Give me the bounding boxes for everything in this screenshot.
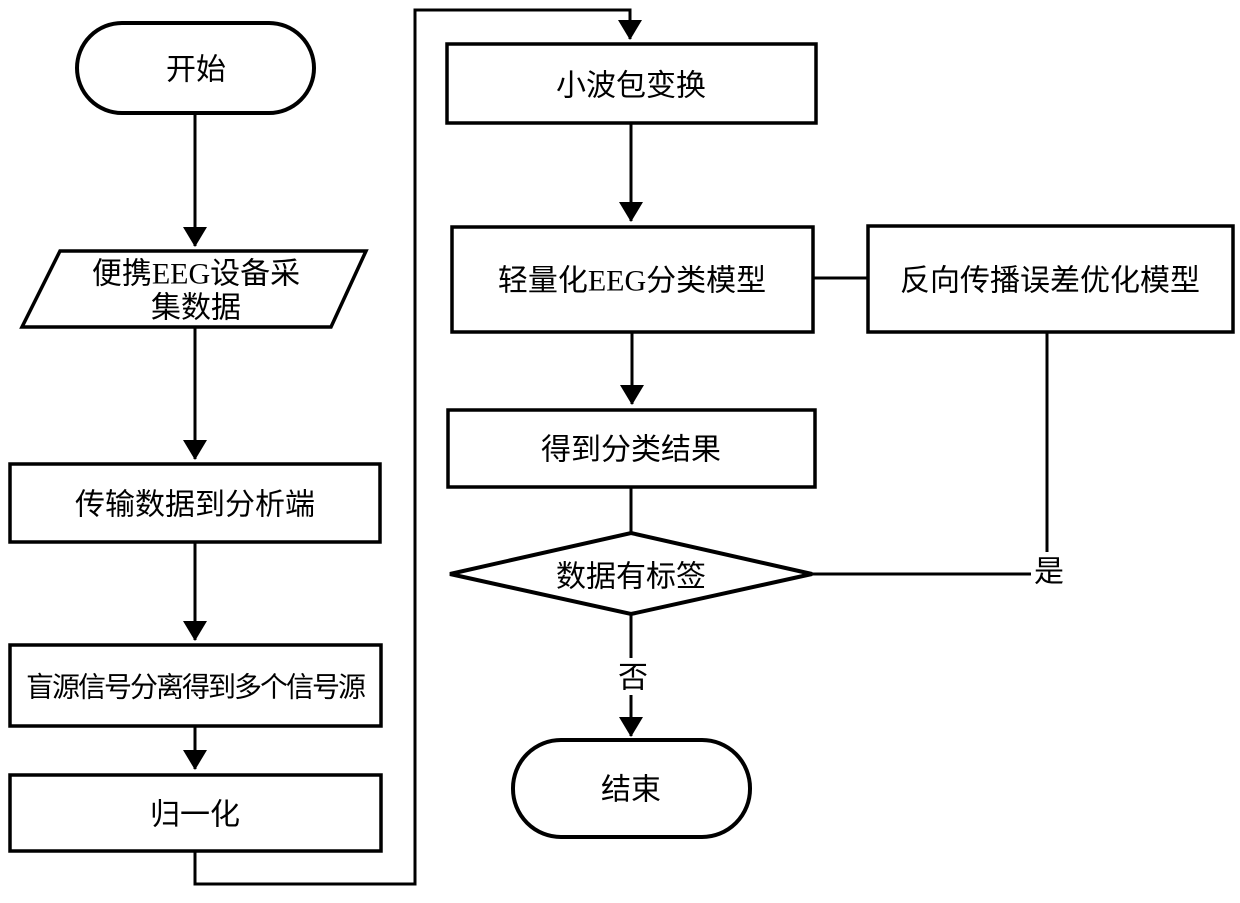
classification-model-node: 轻量化EEG分类模型 [450,225,815,334]
end-node-shape [511,738,752,839]
source-separation-node-label: 盲源信号分离得到多个信号源 [26,672,366,704]
source-separation-node-shape [8,643,383,728]
transmit-node: 传输数据到分析端 [8,462,382,544]
data-labeled-decision-node-label: 数据有标签 [556,561,706,594]
normalize-node: 归一化 [8,773,383,853]
edge-label-no: 否 [612,658,652,695]
classification-result-node-label: 得到分类结果 [541,434,721,467]
transmit-node-shape [8,462,382,544]
normalize-node-label: 归一化 [150,799,240,832]
edge-label-no-background [612,658,652,695]
data-labeled-decision-node-shape [449,530,813,617]
edge-label-no-text: 否 [618,662,648,695]
collect-data-node: 便携EEG设备采 集数据 [19,249,369,329]
wavelet-transform-node-label: 小波包变换 [556,70,706,103]
edge-label-yes-text: 是 [1034,556,1064,589]
classification-result-node: 得到分类结果 [446,408,817,489]
classification-result-node-shape [446,408,817,489]
classification-model-node-shape [450,225,815,334]
backprop-optimization-node: 反向传播误差优化模型 [866,224,1235,334]
normalize-node-shape [8,773,383,853]
end-node: 结束 [511,738,752,839]
edge-label-yes: 是 [1031,552,1069,590]
edge-label-yes-background [1031,552,1069,590]
source-separation-node: 盲源信号分离得到多个信号源 [8,643,383,728]
data-labeled-decision-node: 数据有标签 [449,530,813,617]
backprop-optimization-node-label: 反向传播误差优化模型 [900,265,1200,298]
transmit-node-label: 传输数据到分析端 [75,489,315,522]
collect-data-node-label-line2: 集数据 [151,292,241,325]
edge-decision-yes-to-backprop [812,332,1049,576]
wavelet-transform-node-shape [445,42,818,125]
edge-normalize-loop-to-wavelet [193,8,642,886]
start-node-label: 开始 [166,54,226,87]
end-node-label: 结束 [601,774,661,807]
start-node: 开始 [75,21,316,115]
classification-model-node-label: 轻量化EEG分类模型 [498,265,766,298]
backprop-optimization-node-shape [866,224,1235,334]
collect-data-node-label-line1: 便携EEG设备采 [92,258,300,291]
start-node-shape [75,21,316,115]
collect-data-node-shape [19,249,369,329]
wavelet-transform-node: 小波包变换 [445,42,818,125]
